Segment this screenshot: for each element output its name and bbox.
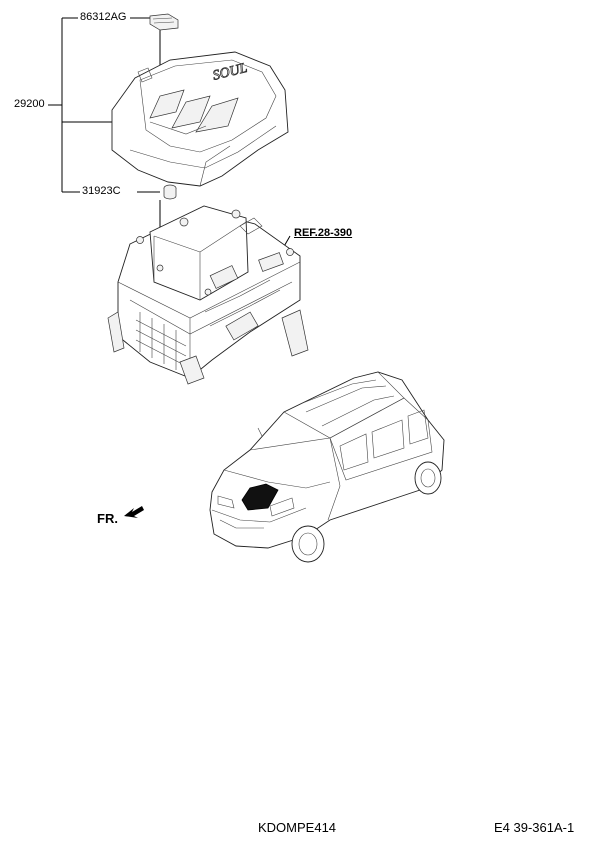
motor-cover-part: SOUL [111, 51, 289, 187]
callout-grommet: 31923C [82, 185, 121, 197]
diagram-code: KDOMPE414 [258, 820, 337, 835]
grommet-part [163, 184, 177, 200]
callout-cover: 29200 [14, 98, 45, 110]
vehicle-illustration [209, 371, 445, 563]
callout-reference: REF.28-390 [294, 227, 353, 239]
front-direction-label: FR. [97, 511, 118, 526]
callout-emblem: 86312AG [80, 11, 127, 23]
front-direction-arrow-icon [124, 506, 144, 518]
inverter-assembly [107, 205, 309, 385]
emblem-part [149, 13, 179, 31]
figure-code: E4 39-361A-1 [494, 820, 575, 835]
